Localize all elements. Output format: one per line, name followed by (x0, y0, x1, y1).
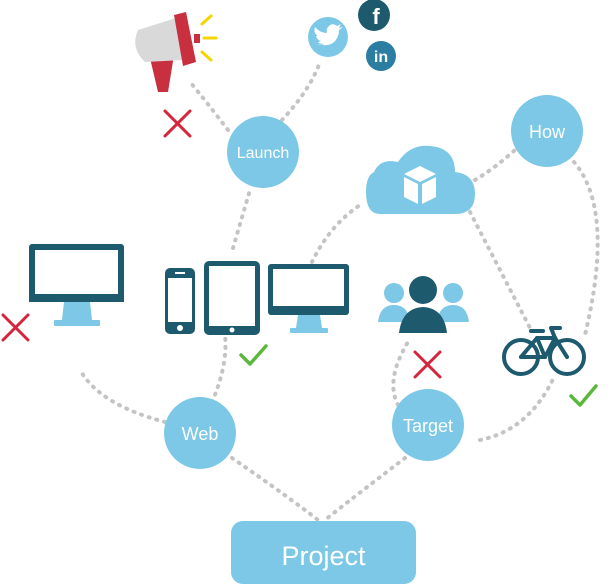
linkedin-icon: in (366, 41, 396, 71)
connector-devices-cloud (310, 203, 362, 264)
connector-target-bike (478, 373, 557, 442)
megaphone-icon (135, 12, 218, 92)
cross-icon (1, 313, 30, 342)
connectors (78, 60, 600, 522)
linkedin-letters: in (374, 49, 388, 66)
connector-launch-social (280, 60, 322, 122)
check-icon (569, 384, 598, 407)
tablet-icon (204, 261, 260, 335)
web-circle (164, 397, 236, 469)
cross-icon (163, 109, 192, 138)
target-circle (392, 389, 464, 461)
connector-devices-launch (231, 188, 252, 250)
how-node: How (511, 95, 583, 167)
project-node: Project (231, 521, 416, 584)
facebook-letter: f (372, 4, 380, 29)
target-label: Target (403, 416, 453, 436)
bicycle-icon (502, 326, 586, 376)
connector-cloud-bike (468, 210, 532, 330)
how-circle (511, 95, 583, 167)
project-pill (231, 521, 416, 584)
launch-node: Launch (227, 116, 299, 188)
launch-label: Launch (237, 145, 290, 162)
connector-web-devices (210, 333, 228, 404)
connector-web-project (230, 456, 320, 522)
facebook-icon: f (358, 0, 390, 31)
connector-target-project (323, 456, 407, 522)
connector-cloud-how (473, 148, 517, 182)
project-label: Project (281, 541, 366, 571)
twitter-icon (308, 17, 348, 57)
web-node: Web (164, 397, 236, 469)
connector-web-desktop (78, 368, 167, 424)
monitor-icon (268, 264, 349, 333)
cross-icon (413, 350, 442, 379)
check-icon (239, 344, 268, 366)
connector-launch-megaphone (188, 80, 230, 132)
launch-circle (227, 116, 299, 188)
connector-how-bike (572, 160, 600, 337)
web-label: Web (182, 424, 219, 444)
cloud-box-icon (366, 145, 475, 214)
desktop-monitor-icon (29, 244, 124, 326)
connector-target-people (391, 340, 410, 407)
people-group-icon (378, 276, 469, 333)
how-label: How (529, 122, 566, 142)
target-node: Target (392, 389, 464, 461)
phone-icon (165, 268, 195, 334)
